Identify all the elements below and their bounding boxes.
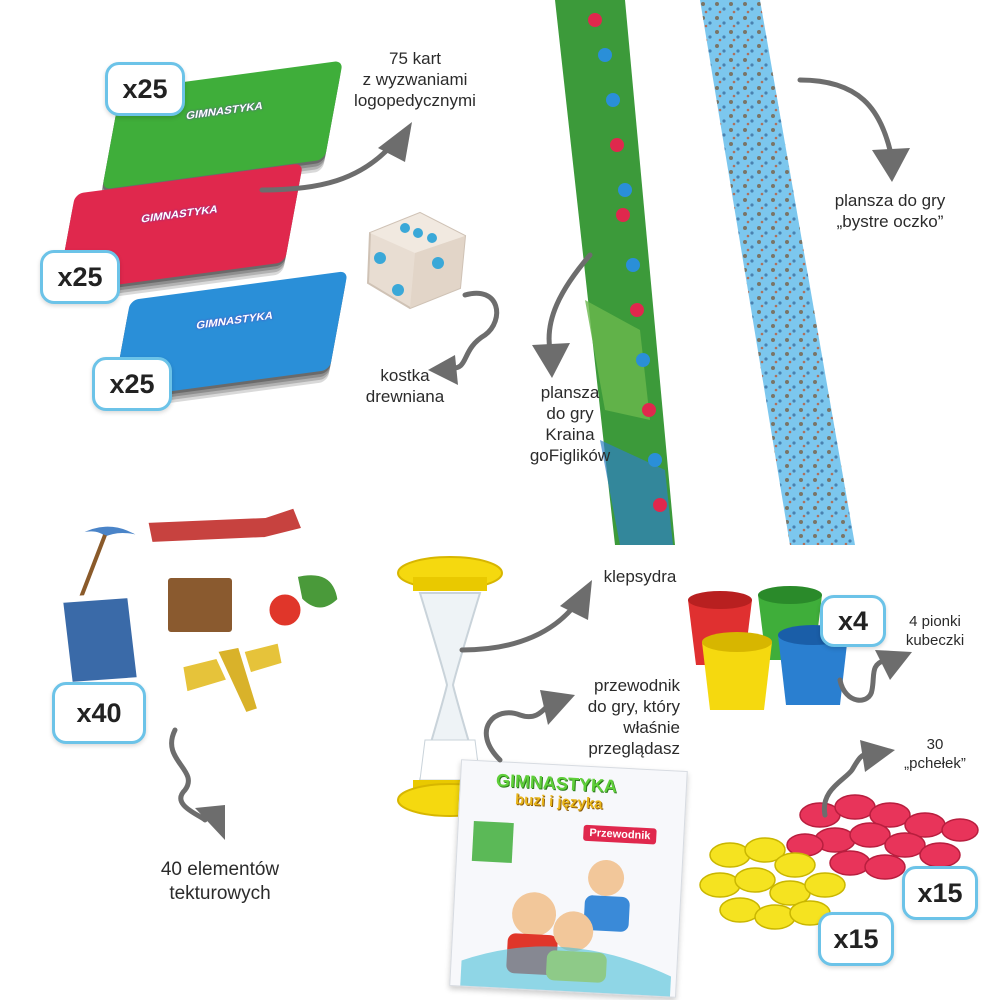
board-left-caption: plansza do gry Kraina goFiglików <box>529 383 611 465</box>
red-tokens-count-badge: x15 <box>902 866 978 920</box>
tokens-caption: 30 „pchełek” <box>904 736 966 772</box>
board-bystre-oczko <box>700 0 855 545</box>
guide-booklet: GIMNASTYKA buzi i języka Przewodnik <box>449 759 688 998</box>
dice-caption: kostka drewniana <box>365 366 445 406</box>
board-right-caption: plansza do gry „bystre oczko” <box>834 191 946 231</box>
cups-caption: 4 pionki kubeczki <box>905 613 965 649</box>
board-kraina-gofiglikow <box>555 0 675 545</box>
hourglass-caption: klepsydra <box>603 567 677 586</box>
green-cards-count-badge: x25 <box>105 62 185 116</box>
cardboard-count-badge: x40 <box>52 682 146 744</box>
pawn-cups <box>680 580 855 720</box>
red-cards-count-badge: x25 <box>40 250 120 304</box>
wooden-dice <box>360 208 470 313</box>
cardboard-elements <box>35 490 365 740</box>
tokens-pile <box>699 785 980 945</box>
guide-caption: przewodnik do gry, który właśnie przeglą… <box>587 676 680 758</box>
yellow-tokens-count-badge: x15 <box>818 912 894 966</box>
cards-caption: 75 kart z wyzwaniami logopedycznymi <box>354 49 476 110</box>
blue-cards-count-badge: x25 <box>92 357 172 411</box>
cardboard-caption: 40 elementów tekturowych <box>160 859 280 904</box>
cups-count-badge: x4 <box>820 595 886 647</box>
